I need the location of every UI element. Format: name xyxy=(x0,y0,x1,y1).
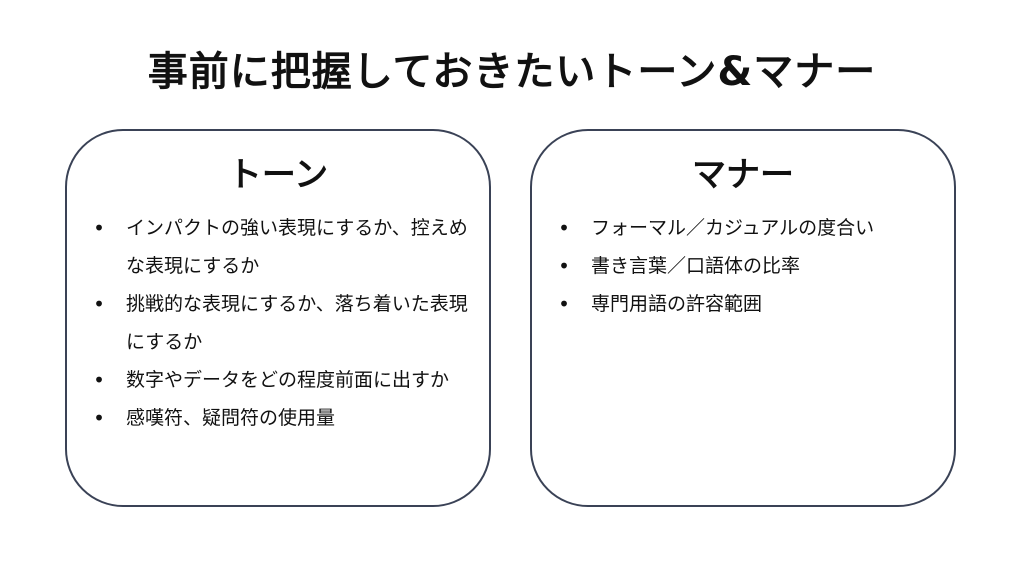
list-item-text: フォーマル／カジュアルの度合い xyxy=(591,217,875,239)
bullet-icon: • xyxy=(558,254,570,278)
manner-card: マナー • フォーマル／カジュアルの度合い • 書き言葉／口語体の比率 • 専門用語の… xyxy=(530,129,956,507)
list-item: • インパクトの強い表現にするか、控えめな表現にするか xyxy=(93,209,471,285)
list-item: • 挑戦的な表現にするか、落ち着いた表現にするか xyxy=(93,285,471,361)
bullet-icon: • xyxy=(93,292,105,316)
tone-card: トーン • インパクトの強い表現にするか、控えめな表現にするか • 挑戦的な表現にす… xyxy=(65,129,491,507)
slide-title: 事前に把握しておきたいトーン&マナー xyxy=(147,49,877,95)
list-item-text: 感嘆符、疑問符の使用量 xyxy=(126,407,336,429)
list-item: • 専門用語の許容範囲 xyxy=(558,285,936,323)
list-item: • 書き言葉／口語体の比率 xyxy=(558,247,936,285)
tone-heading: トーン xyxy=(227,155,329,195)
list-item-text: 挑戦的な表現にするか、落ち着いた表現にするか xyxy=(126,293,468,353)
list-item: • 感嘆符、疑問符の使用量 xyxy=(93,399,471,437)
manner-list: • フォーマル／カジュアルの度合い • 書き言葉／口語体の比率 • 専門用語の許容範囲 xyxy=(558,209,936,323)
bullet-icon: • xyxy=(558,216,570,240)
tone-list: • インパクトの強い表現にするか、控えめな表現にするか • 挑戦的な表現にするか、落… xyxy=(93,209,471,437)
list-item-text: インパクトの強い表現にするか、控えめな表現にするか xyxy=(126,217,468,277)
list-item-text: 書き言葉／口語体の比率 xyxy=(591,255,801,277)
bullet-icon: • xyxy=(93,406,105,430)
list-item: • フォーマル／カジュアルの度合い xyxy=(558,209,936,247)
list-item-text: 数字やデータをどの程度前面に出すか xyxy=(126,369,450,391)
bullet-icon: • xyxy=(93,368,105,392)
list-item: • 数字やデータをどの程度前面に出すか xyxy=(93,361,471,399)
list-item-text: 専門用語の許容範囲 xyxy=(591,293,763,315)
bullet-icon: • xyxy=(558,292,570,316)
manner-heading: マナー xyxy=(692,155,794,195)
bullet-icon: • xyxy=(93,216,105,240)
